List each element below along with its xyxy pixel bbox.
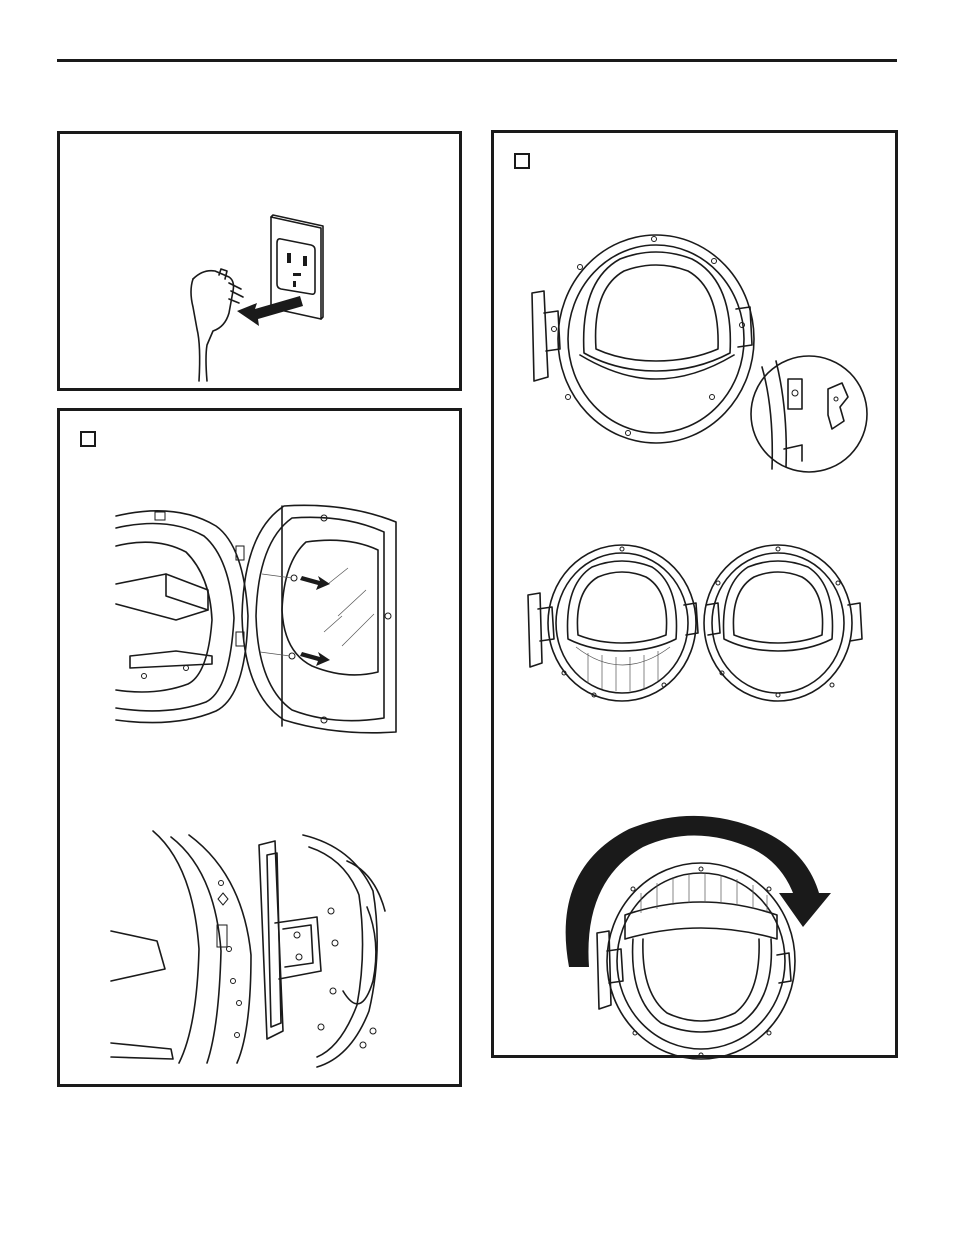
door-hinge-closeup-icon (111, 831, 401, 1071)
pull-direction-arrow-icon (237, 296, 303, 326)
door-hinge-right-icon (702, 543, 872, 705)
step-checkbox-remove-door[interactable] (80, 431, 96, 447)
hinge-detail-icon (744, 349, 874, 479)
header-rule (57, 59, 897, 62)
unplug-illustration (57, 131, 462, 391)
panel-unplug (57, 131, 462, 391)
door-front-view-icon (524, 229, 754, 449)
panel-reverse-door (491, 130, 898, 1058)
door-hinge-left-icon (524, 543, 704, 705)
power-cord-plug-icon (191, 269, 243, 381)
panel-remove-door (57, 408, 462, 1087)
dryer-open-door-icon (116, 506, 416, 746)
rotate-door-arrow-icon (549, 809, 839, 1069)
step-checkbox-reverse-door[interactable] (514, 153, 530, 169)
